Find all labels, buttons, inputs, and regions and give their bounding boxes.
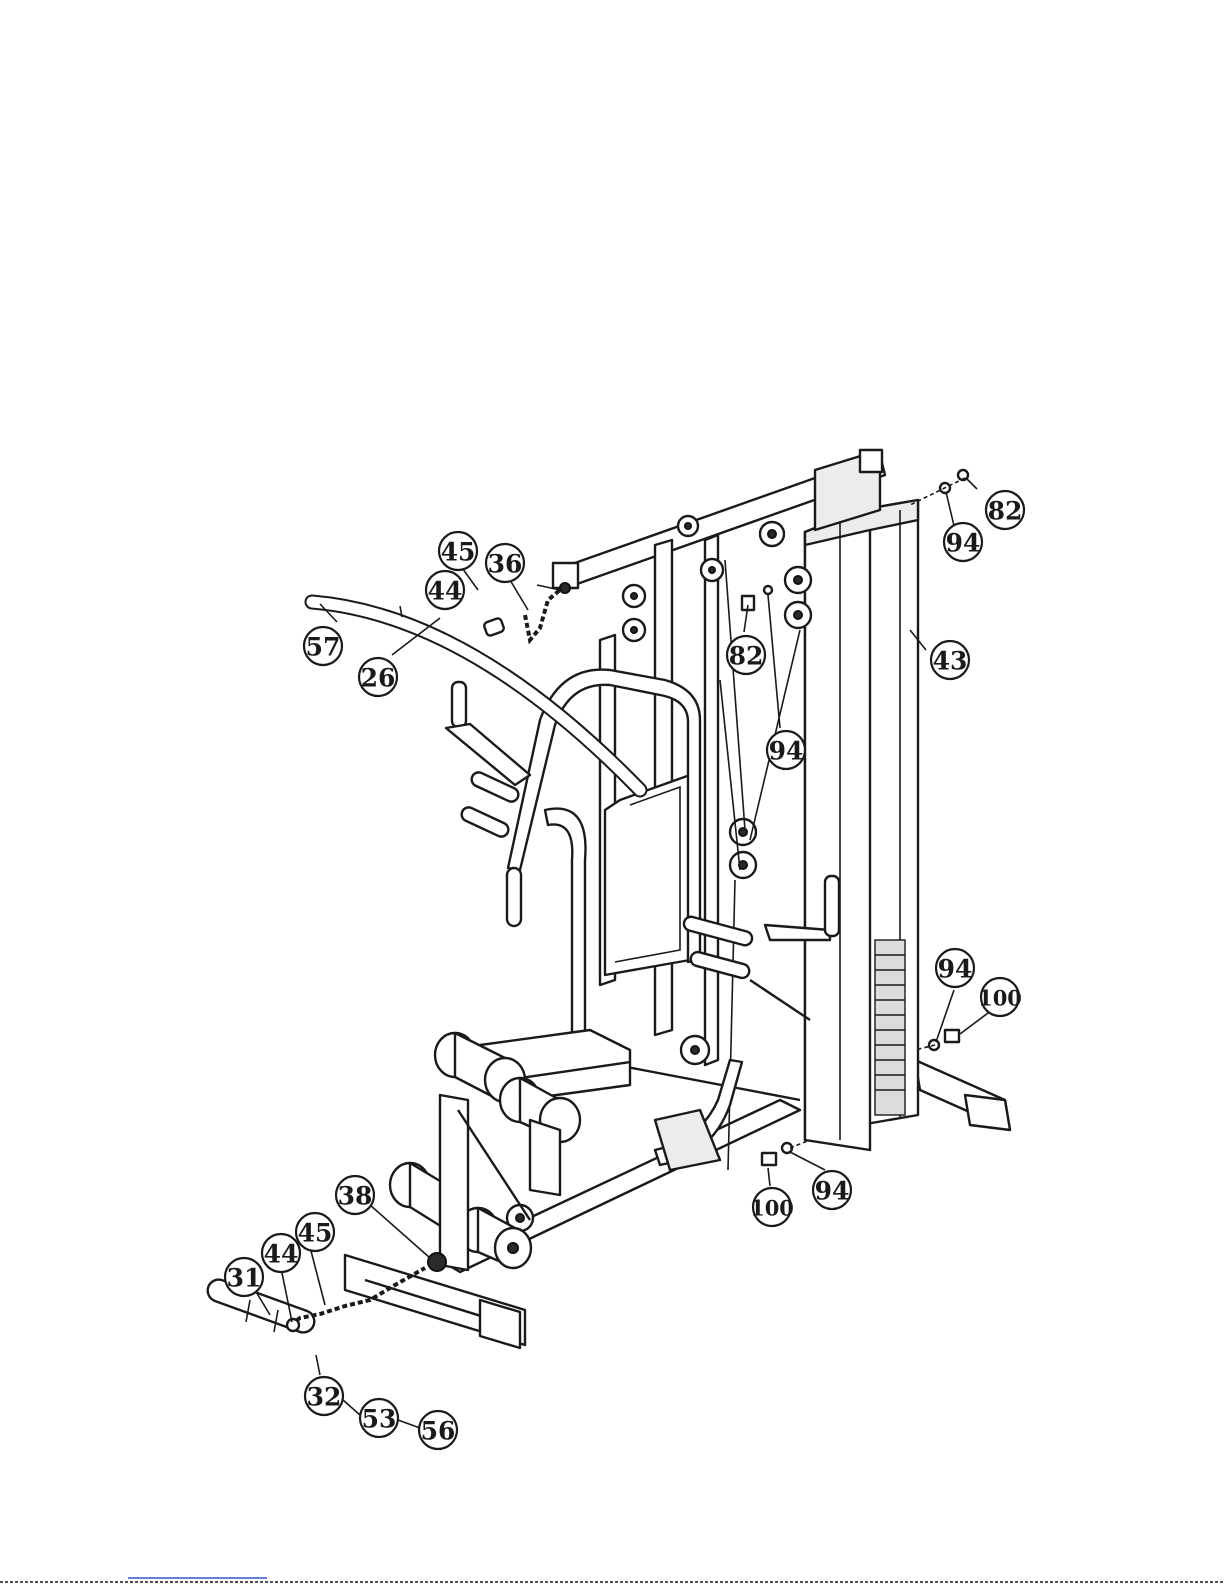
callout-label: 57 [306, 633, 341, 662]
callout-label: 45 [298, 1219, 333, 1248]
home-gym-illustration [205, 450, 1010, 1348]
callout-56: 56 [419, 1411, 457, 1449]
callout-label: 44 [264, 1240, 299, 1269]
callout-44-bottom: 44 [262, 1234, 300, 1272]
callout-36: 36 [486, 544, 524, 582]
callout-label: 44 [428, 577, 463, 606]
callout-26: 26 [359, 658, 397, 696]
callout-32: 32 [305, 1377, 343, 1415]
callout-label: 94 [938, 955, 973, 984]
callout-label: 94 [769, 737, 804, 766]
callout-label: 53 [362, 1405, 397, 1434]
callout-43: 43 [931, 641, 969, 679]
callout-label: 100 [750, 1196, 794, 1221]
callout-100-right: 100 [978, 978, 1022, 1016]
callout-label: 31 [227, 1264, 262, 1293]
callout-label: 56 [421, 1417, 456, 1446]
callout-38: 38 [336, 1176, 374, 1214]
callout-82-middle: 82 [727, 636, 765, 674]
callout-57: 57 [304, 627, 342, 665]
callout-label: 82 [729, 642, 764, 671]
callout-label: 94 [815, 1177, 850, 1206]
callout-94-right-lower: 94 [936, 949, 974, 987]
callout-label: 36 [488, 550, 523, 579]
upper-chain [483, 583, 570, 640]
callout-label: 100 [978, 986, 1022, 1011]
callout-100-bottom: 100 [750, 1188, 794, 1226]
weight-plates [875, 940, 905, 1115]
callout-94-bottom: 94 [813, 1171, 851, 1209]
callout-label: 32 [307, 1383, 342, 1412]
lat-pulldown-bar [312, 602, 640, 790]
callout-82-top-right: 82 [986, 491, 1024, 529]
callout-44-top: 44 [426, 571, 464, 609]
callout-label: 38 [338, 1182, 373, 1211]
callout-94-middle: 94 [767, 731, 805, 769]
callout-label: 82 [988, 497, 1023, 526]
callout-label: 26 [361, 664, 396, 693]
callout-label: 94 [946, 529, 981, 558]
callout-94-top-right: 94 [944, 523, 982, 561]
callout-label: 45 [441, 538, 476, 567]
callout-label: 43 [933, 647, 968, 676]
callout-45-top: 45 [439, 532, 477, 570]
callout-31: 31 [225, 1258, 263, 1296]
callout-53: 53 [360, 1399, 398, 1437]
callout-45-bottom: 45 [296, 1213, 334, 1251]
